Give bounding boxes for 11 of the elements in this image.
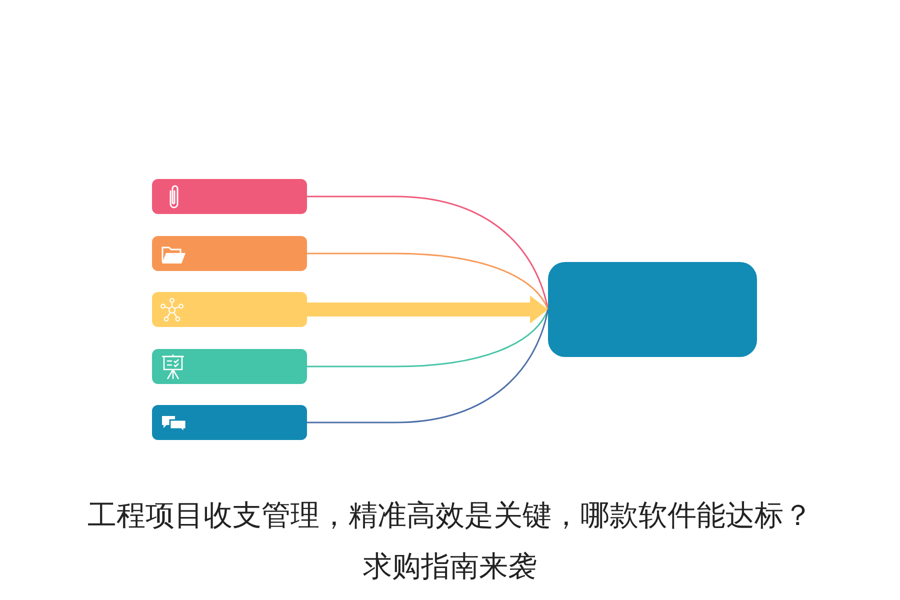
rounded-box <box>548 262 757 357</box>
connector-line <box>307 309 549 368</box>
rounded-box <box>152 405 307 440</box>
connector-line <box>307 252 549 310</box>
arrow <box>307 296 548 324</box>
rounded-box <box>152 236 307 271</box>
rounded-box <box>152 292 307 327</box>
caption: 工程项目收支管理，精准高效是关键，哪款软件能达标？求购指南来袭 <box>86 497 814 585</box>
rounded-box <box>152 349 307 384</box>
rounded-box <box>152 179 307 214</box>
connector-line <box>307 309 549 424</box>
